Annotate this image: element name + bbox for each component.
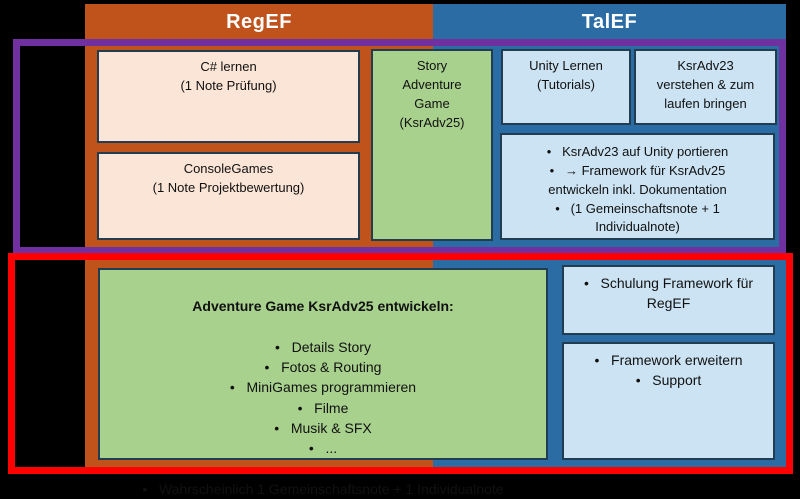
consolegames-box: ConsoleGames (1 Note Projektbewertung) xyxy=(97,152,360,240)
csharp-lernen-box: C# lernen (1 Note Prüfung) xyxy=(97,50,360,143)
regef-header: RegEF xyxy=(226,10,292,33)
unity-lernen-box: Unity Lernen (Tutorials) xyxy=(501,49,631,125)
top-section-frame-purple xyxy=(13,39,786,254)
adventure-box-title: Adventure Game KsrAdv25 entwickeln: xyxy=(192,298,454,315)
talef-header: TalEF xyxy=(581,10,638,33)
ksradv23-verstehen-box: KsrAdv23 verstehen & zum laufen bringen xyxy=(634,49,777,125)
adventure-game-entwickeln-box: Adventure Game KsrAdv25 entwickeln: • De… xyxy=(98,268,548,497)
framework-erweitern-box: • Framework erweitern • Support xyxy=(562,342,775,460)
schulung-framework-box: • Schulung Framework für RegEF xyxy=(562,265,775,335)
story-adventure-game-box: Story Adventure Game (KsrAdv25) xyxy=(371,49,493,241)
adventure-box-items: • Details Story • Fotos & Routing • Mini… xyxy=(142,338,504,497)
bottom-section-frame-red xyxy=(8,253,793,474)
ksradv23-portieren-box: • KsrAdv23 auf Unity portieren • → Frame… xyxy=(500,133,775,240)
